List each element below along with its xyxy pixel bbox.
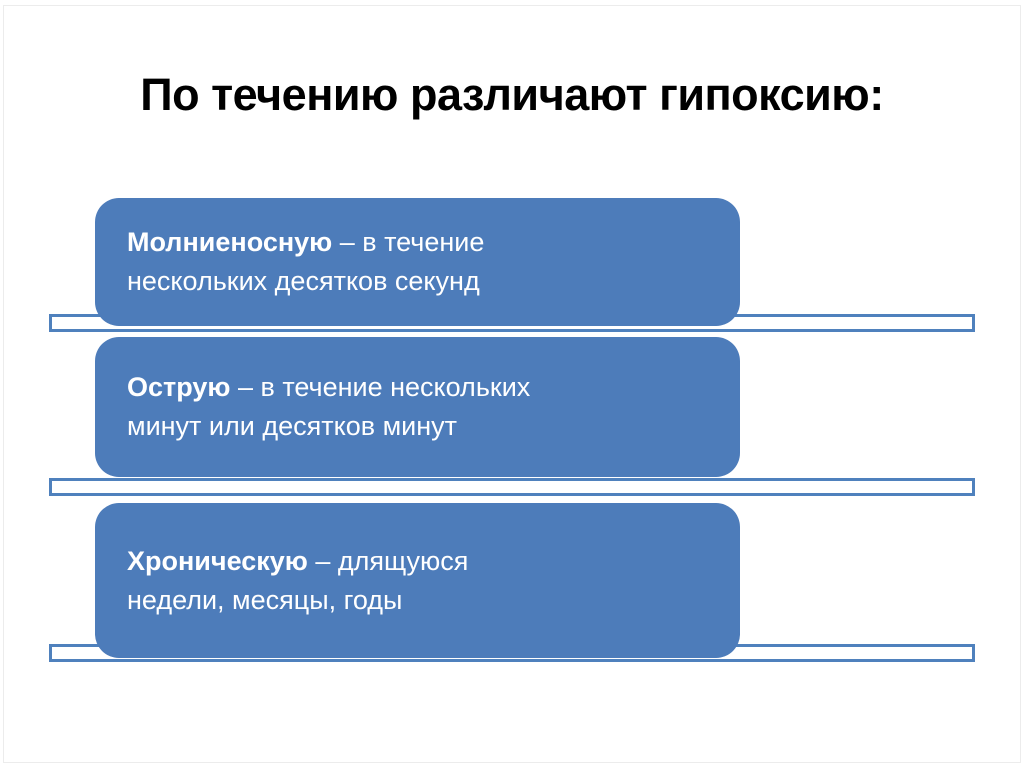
connector-bar xyxy=(49,478,975,496)
item-line1: Острую – в течение нескольких xyxy=(127,368,530,407)
item-line2: минут или десятков минут xyxy=(127,411,457,441)
item-line2: недели, месяцы, годы xyxy=(127,584,403,615)
list-item-fulminant: Молниеносную – в течение нескольких деся… xyxy=(95,198,740,326)
page-title: По течению различают гипоксию: xyxy=(140,69,884,120)
item-term: Острую xyxy=(127,372,231,402)
item-line1: Хроническую – длящуюся xyxy=(127,542,468,581)
item-term: Молниеносную xyxy=(127,227,333,257)
item-description: – в течение нескольких xyxy=(230,372,531,402)
list-item-text: Острую – в течение нескольких минут или … xyxy=(127,368,530,446)
item-description: – длящуюся xyxy=(307,545,469,576)
list-item-text: Молниеносную – в течение нескольких деся… xyxy=(127,223,484,301)
list-item-chronic: Хроническую – длящуюся недели, месяцы, г… xyxy=(95,503,740,658)
list-item-acute: Острую – в течение нескольких минут или … xyxy=(95,337,740,477)
item-line1: Молниеносную – в течение xyxy=(127,223,484,262)
item-description: – в течение xyxy=(332,227,485,257)
item-term: Хроническую xyxy=(127,545,308,576)
list-item-text: Хроническую – длящуюся недели, месяцы, г… xyxy=(127,542,468,620)
item-line2: нескольких десятков секунд xyxy=(127,266,480,296)
